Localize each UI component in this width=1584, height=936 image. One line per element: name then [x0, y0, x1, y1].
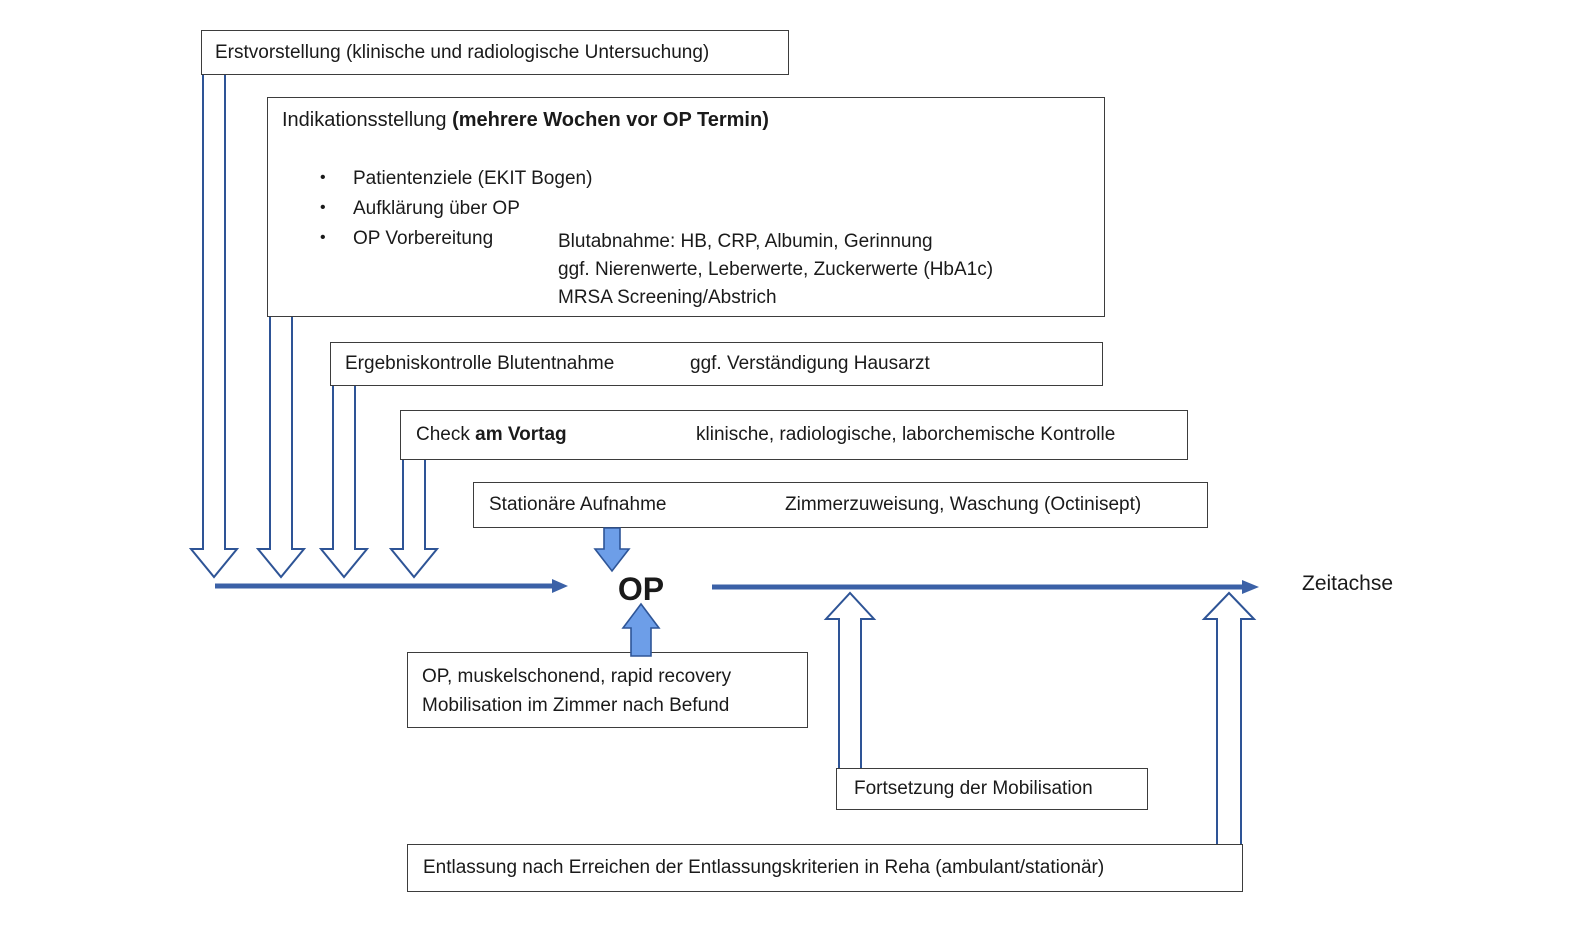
box-label-left: Check am Vortag: [416, 411, 567, 459]
timeline-axis-label: Zeitachse: [1302, 572, 1394, 595]
filled-down-arrow-aufnahme-to-op: [593, 527, 631, 573]
bullet-icon: •: [320, 199, 326, 216]
bullet-label: OP Vorbereitung: [353, 228, 494, 249]
check-bold: am Vortag: [475, 424, 567, 445]
flow-box-indikationsstellung: Indikationsstellung (mehrere Wochen vor …: [267, 97, 1105, 317]
box-label-right: Zimmerzuweisung, Waschung (Octinisept): [785, 494, 1142, 515]
bullet-label: Aufklärung über OP: [353, 198, 520, 219]
timeline-left-segment: [215, 579, 568, 593]
down-arrow-erstvorstellung: [188, 75, 240, 579]
flow-box-check-am-vortag: Check am Vortag klinische, radiologische…: [400, 410, 1188, 460]
flow-box-op-verlauf: OP, muskelschonend, rapid recovery Mobil…: [407, 652, 808, 728]
flow-box-fortsetzung-mobilisation: Fortsetzung der Mobilisation: [836, 768, 1148, 810]
box-label: Fortsetzung der Mobilisation: [854, 778, 1093, 799]
bullet-item: • Aufklärung über OP: [268, 198, 1104, 224]
box-label-right: klinische, radiologische, laborchemische…: [696, 424, 1116, 445]
title-normal: Indikationsstellung: [282, 109, 453, 131]
bullet-item: • OP Vorbereitung: [268, 228, 1104, 254]
box-label-left: Ergebniskontrolle Blutentnahme: [345, 353, 615, 374]
box-line-1: OP, muskelschonend, rapid recovery: [422, 666, 732, 687]
down-arrow-indikationsstellung: [255, 317, 307, 579]
filled-up-arrow-opbox-to-op: [621, 602, 661, 657]
title-bold: (mehrere Wochen vor OP Termin): [452, 109, 769, 131]
bullet-label: Patientenziele (EKIT Bogen): [353, 168, 593, 189]
bullet-icon: •: [320, 169, 326, 186]
box-title: Indikationsstellung (mehrere Wochen vor …: [282, 109, 769, 132]
detail-line: Blutabnahme: HB, CRP, Albumin, Gerinnung: [558, 231, 933, 252]
op-vorbereitung-details: Blutabnahme: HB, CRP, Albumin, Gerinnung…: [558, 228, 993, 312]
down-arrow-check-am-vortag: [388, 460, 440, 579]
bullet-icon: •: [320, 229, 326, 246]
op-label: OP: [617, 571, 665, 607]
flow-box-erstvorstellung: Erstvorstellung (klinische und radiologi…: [201, 30, 789, 75]
check-normal: Check: [416, 424, 476, 445]
box-label-left: Stationäre Aufnahme: [489, 494, 667, 515]
down-arrow-ergebniskontrolle: [318, 386, 370, 579]
up-arrow-fortsetzung-mobilisation: [823, 591, 877, 768]
box-label: Entlassung nach Erreichen der Entlassung…: [423, 857, 1105, 878]
detail-line: MRSA Screening/Abstrich: [558, 287, 777, 308]
timeline-right-segment: [712, 580, 1259, 594]
box-label: Erstvorstellung (klinische und radiologi…: [215, 42, 710, 63]
flow-box-stationaere-aufnahme: Stationäre Aufnahme Zimmerzuweisung, Was…: [473, 482, 1208, 528]
flow-box-ergebniskontrolle: Ergebniskontrolle Blutentnahme ggf. Vers…: [330, 342, 1103, 386]
up-arrow-entlassung: [1201, 591, 1257, 844]
bullet-item: • Patientenziele (EKIT Bogen): [268, 168, 1104, 194]
box-line-2: Mobilisation im Zimmer nach Befund: [422, 695, 730, 716]
detail-line: ggf. Nierenwerte, Leberwerte, Zuckerwert…: [558, 259, 994, 280]
flow-box-entlassung: Entlassung nach Erreichen der Entlassung…: [407, 844, 1243, 892]
box-label-right: ggf. Verständigung Hausarzt: [690, 353, 930, 374]
